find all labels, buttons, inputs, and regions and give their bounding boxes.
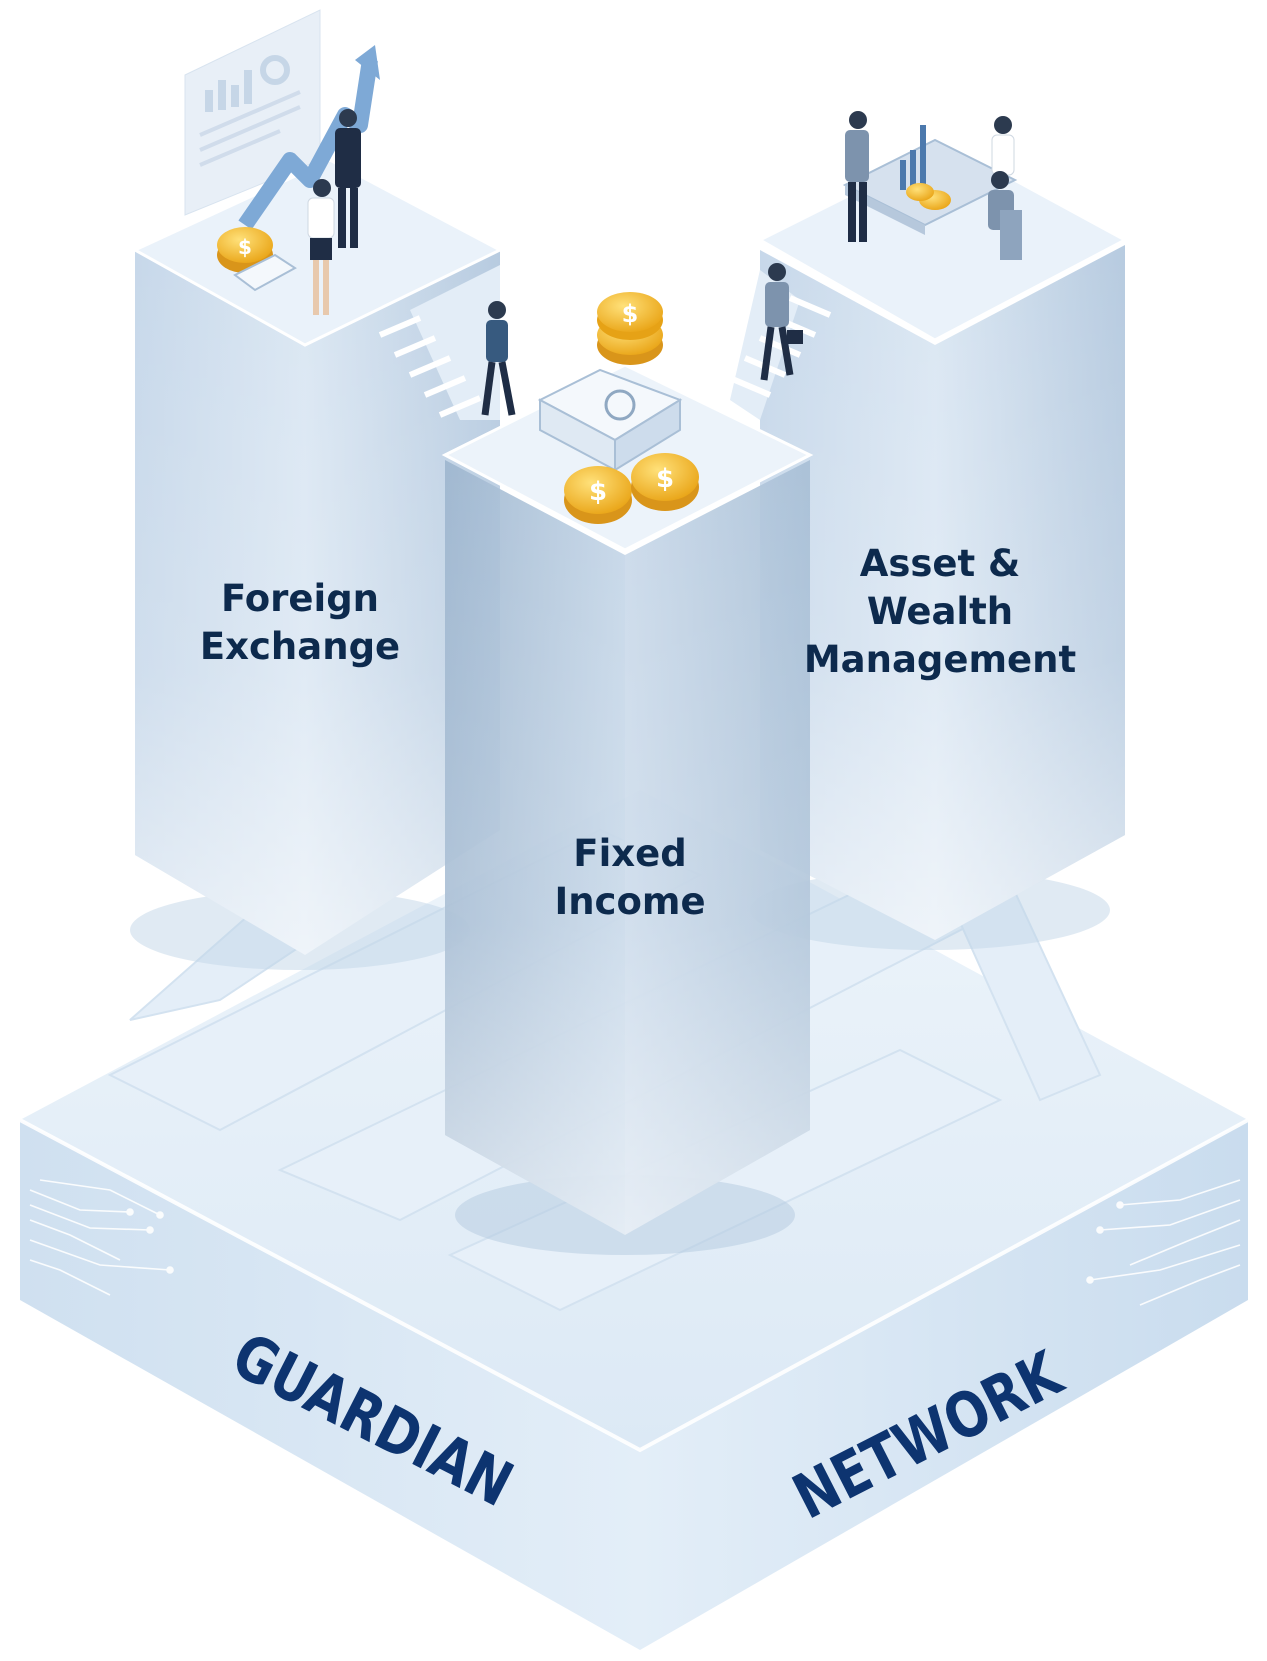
label-foreign-exchange-line-1: Foreign	[220, 577, 380, 620]
person-businesswoman-left	[307, 179, 335, 315]
label-fixed-income: Fixed Income	[515, 830, 745, 926]
svg-text:$: $	[656, 464, 674, 494]
svg-text:$: $	[238, 235, 252, 259]
label-fixed-income-line-1: Fixed	[573, 832, 687, 875]
trend-arrow-icon	[238, 45, 380, 230]
svg-text:$: $	[589, 477, 607, 507]
person-walking-stairs-left	[481, 301, 516, 416]
circuit-pattern-right	[1086, 1179, 1241, 1306]
person-businessman-left	[335, 109, 361, 248]
coin-stack-icon: $	[597, 292, 663, 365]
mini-bar-chart-icon	[900, 125, 926, 190]
label-asset-line-2: Wealth	[866, 590, 1014, 633]
person-walking-stairs-right	[760, 263, 803, 381]
label-asset-line-3: Management	[803, 638, 1077, 681]
coins-bottom-icon: $ $	[564, 453, 699, 524]
meeting-table-group	[842, 111, 1022, 260]
svg-text:$: $	[622, 300, 639, 328]
label-foreign-exchange: Foreign Exchange	[185, 575, 415, 671]
circuit-pattern-left	[29, 1179, 174, 1296]
stairs-left	[378, 265, 500, 420]
label-asset-wealth-management: Asset & Wealth Management	[795, 540, 1085, 684]
label-asset-line-1: Asset &	[859, 542, 1021, 585]
label-fixed-income-line-2: Income	[554, 880, 706, 923]
coins-left-icon: $	[217, 227, 297, 292]
label-foreign-exchange-line-2: Exchange	[199, 625, 401, 668]
